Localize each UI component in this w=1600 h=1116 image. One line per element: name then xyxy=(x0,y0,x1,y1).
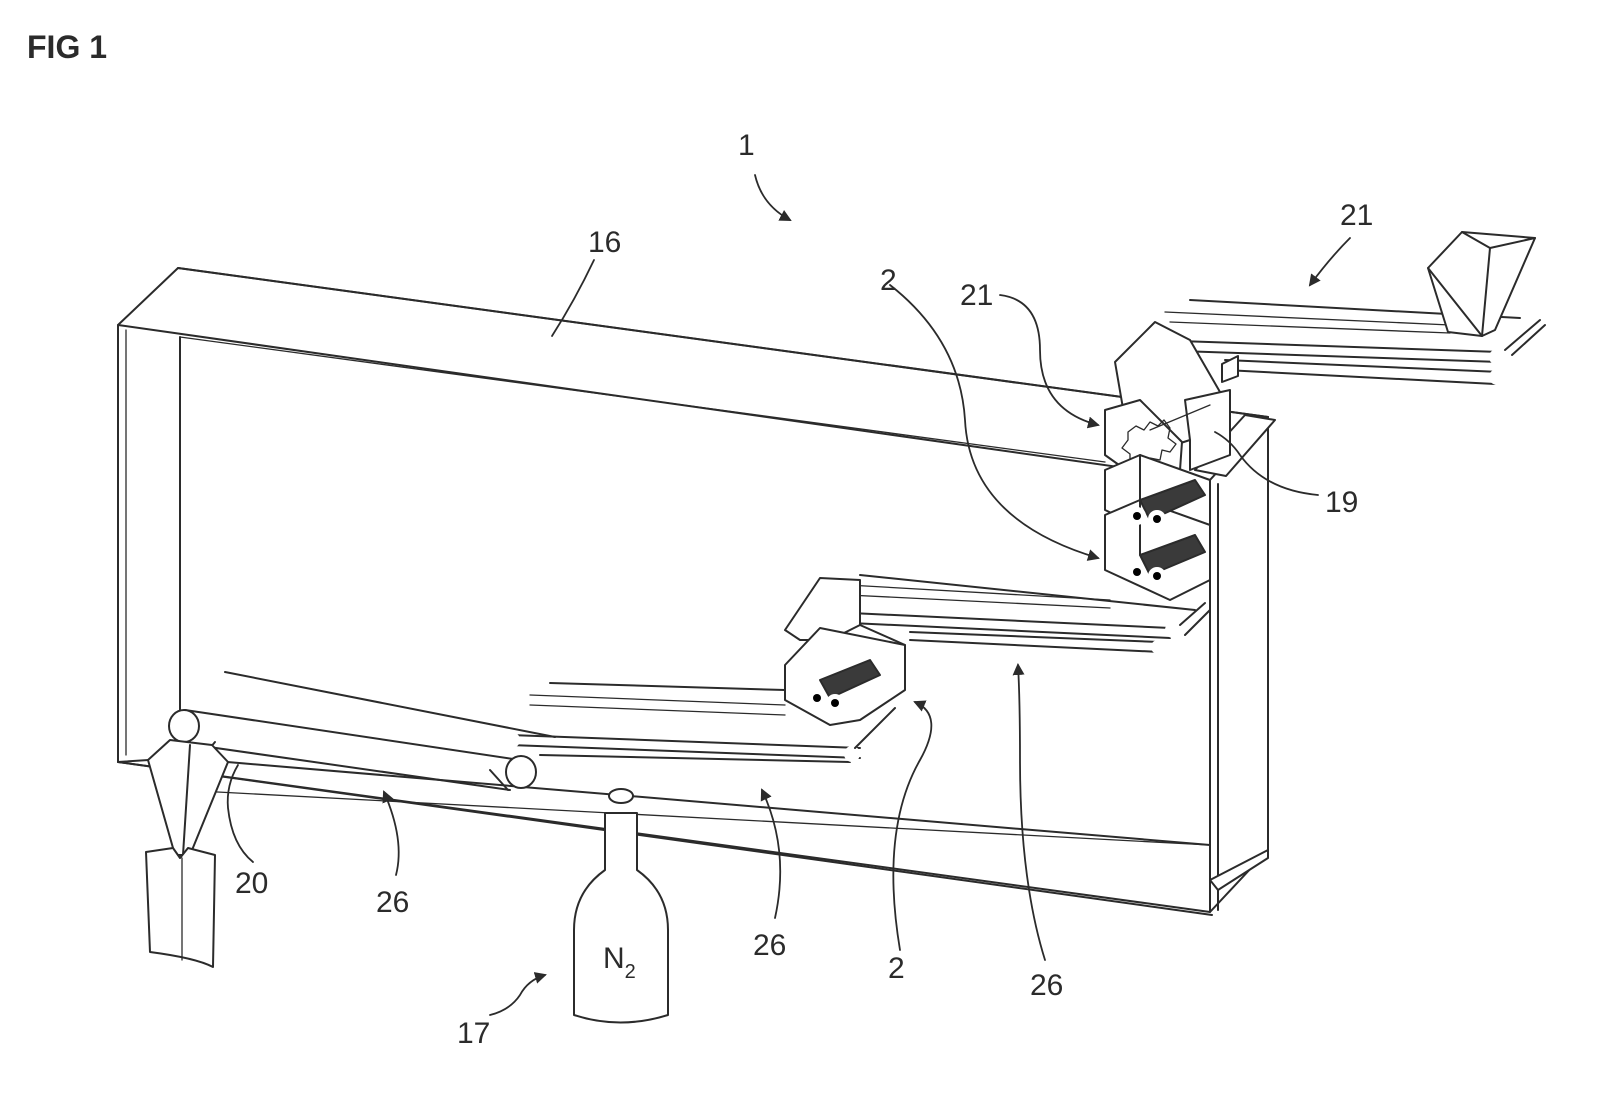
hopper xyxy=(1427,231,1536,337)
label-support: 19 xyxy=(1325,486,1358,519)
roller-unit-upper xyxy=(1104,454,1211,601)
leader-unit-upper xyxy=(889,284,1100,561)
label-feed-upper: 21 xyxy=(960,279,993,312)
collection-bag xyxy=(145,847,216,968)
leader-feed-top xyxy=(1308,237,1351,287)
label-conveyor-b: 26 xyxy=(753,929,786,962)
leader-unit-lower xyxy=(892,700,933,951)
label-conveyor-a: 26 xyxy=(376,886,409,919)
outlet-funnel xyxy=(147,739,229,856)
leader-conveyor-a xyxy=(382,790,400,876)
belt-conveyor xyxy=(168,671,556,791)
gas-formula-subscript: 2 xyxy=(625,961,636,983)
gas-bottle xyxy=(573,812,669,1024)
conveyor-middle xyxy=(822,574,1211,654)
leader-frame xyxy=(551,259,595,337)
label-outlet: 20 xyxy=(235,867,268,900)
label-unit-lower: 2 xyxy=(888,952,905,985)
figure-title: FIG 1 xyxy=(27,29,107,65)
label-gas-supply: 17 xyxy=(457,1017,490,1050)
leader-gas-supply xyxy=(489,972,547,1016)
label-conveyor-c: 26 xyxy=(1030,969,1063,1002)
label-apparatus: 1 xyxy=(738,129,755,162)
label-frame: 16 xyxy=(588,226,621,259)
label-unit-upper: 2 xyxy=(880,264,897,297)
leader-conveyor-c xyxy=(1012,663,1046,961)
leader-outlet xyxy=(226,764,254,863)
leader-apparatus xyxy=(754,174,792,221)
conveyor-lower xyxy=(504,682,896,763)
roller-unit-lower xyxy=(784,577,906,726)
frame-housing xyxy=(117,267,1276,916)
leader-support xyxy=(1214,431,1319,496)
leader-conveyor-b xyxy=(760,788,782,919)
crusher-unit xyxy=(1104,321,1231,481)
gas-formula: N2 xyxy=(603,942,636,983)
label-feed-top: 21 xyxy=(1340,199,1373,232)
leader-feed-upper xyxy=(999,294,1100,429)
